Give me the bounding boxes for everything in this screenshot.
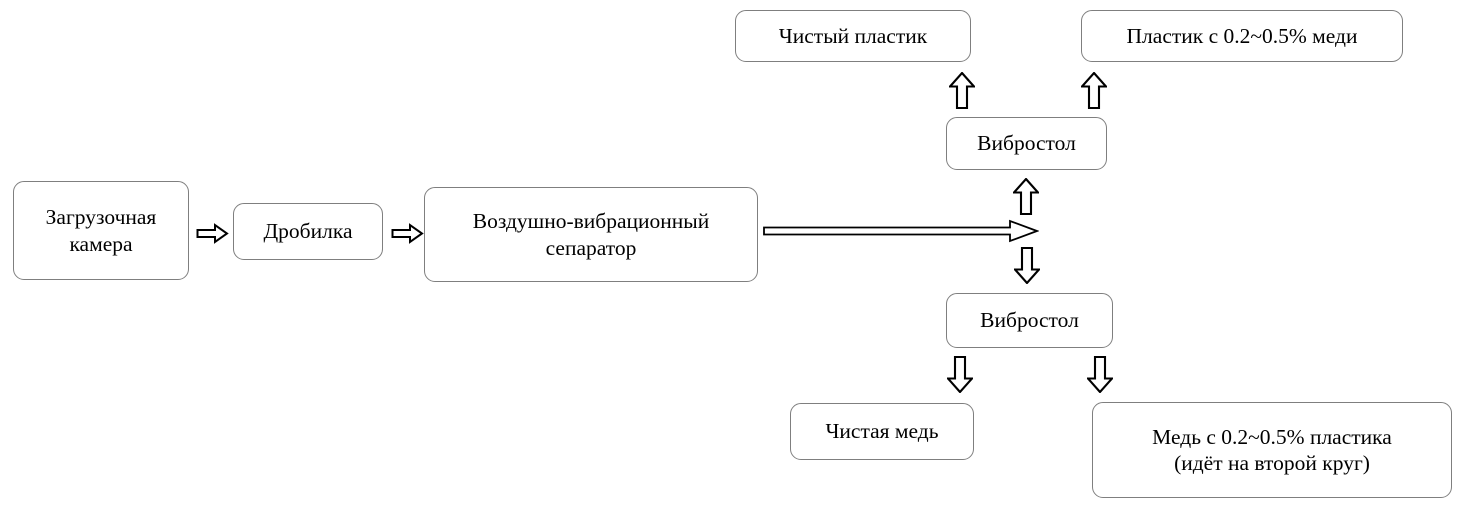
node-loading-chamber: Загрузочная камера	[13, 181, 189, 280]
node-vibro-table-bottom-label: Вибростол	[980, 308, 1079, 333]
flow-arrow-down-vibro-bottom-to-clean-copper-icon	[947, 356, 973, 393]
node-loading-chamber-label: Загрузочная камера	[45, 205, 157, 256]
node-separator-label: Воздушно-вибрационный сепаратор	[472, 209, 710, 260]
flow-arrow-right-crusher-to-separator-icon	[391, 223, 424, 244]
node-clean-plastic-label: Чистый пластик	[778, 23, 928, 48]
node-plastic-with-copper-label: Пластик с 0.2~0.5% меди	[1126, 23, 1358, 48]
node-clean-plastic: Чистый пластик	[735, 10, 971, 62]
node-vibro-table-bottom: Вибростол	[946, 293, 1113, 348]
node-crusher: Дробилка	[233, 203, 383, 260]
node-vibro-table-top: Вибростол	[946, 117, 1107, 170]
node-vibro-table-top-label: Вибростол	[977, 131, 1076, 156]
node-copper-with-plastic-line1: Медь с 0.2~0.5% пластика	[1152, 424, 1392, 449]
node-plastic-with-copper: Пластик с 0.2~0.5% меди	[1081, 10, 1403, 62]
flow-arrow-right-chamber-to-crusher-icon	[196, 223, 229, 244]
flow-arrow-right-separator-to-junction-icon	[763, 219, 1039, 243]
flow-arrow-up-junction-to-vibro-top-icon	[1013, 178, 1039, 215]
node-copper-with-plastic: Медь с 0.2~0.5% пластика (идёт на второй…	[1092, 402, 1452, 498]
node-crusher-label: Дробилка	[263, 219, 353, 244]
flow-arrow-up-vibro-top-to-clean-plastic-icon	[949, 72, 975, 109]
flow-arrow-down-vibro-bottom-to-copper-with-plastic-icon	[1087, 356, 1113, 393]
node-clean-copper: Чистая медь	[790, 403, 974, 460]
node-separator: Воздушно-вибрационный сепаратор	[424, 187, 758, 282]
flow-arrow-up-vibro-top-to-plastic-with-copper-icon	[1081, 72, 1107, 109]
node-clean-copper-label: Чистая медь	[825, 419, 939, 444]
node-copper-with-plastic-line2: (идёт на второй круг)	[1174, 451, 1370, 475]
flow-arrow-down-junction-to-vibro-bottom-icon	[1014, 247, 1040, 284]
